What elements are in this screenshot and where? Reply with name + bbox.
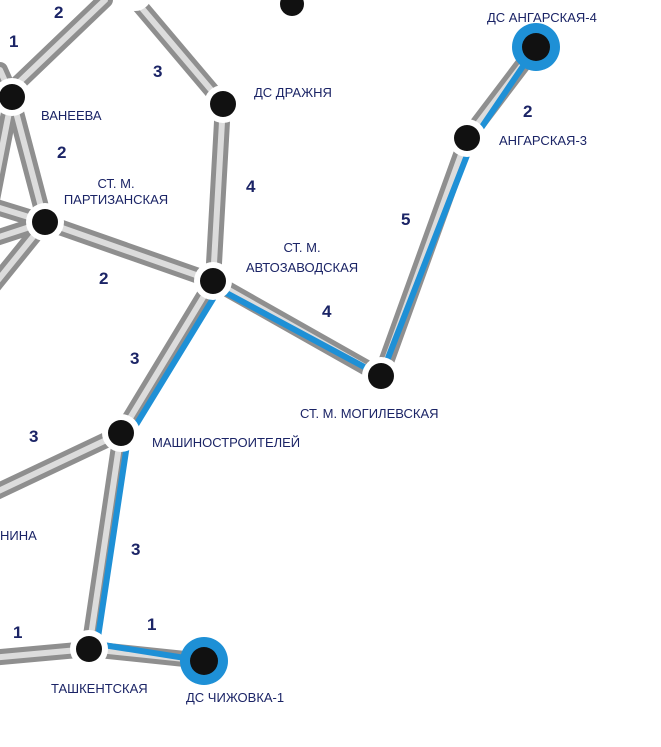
segment-value: 3 bbox=[130, 349, 139, 368]
label-partizanskaya-line1: СТ. М. bbox=[97, 176, 134, 191]
label-ds-angarskaya-4: ДС АНГАРСКАЯ-4 bbox=[487, 10, 597, 25]
stop-marker-vaneeva[interactable] bbox=[0, 84, 25, 110]
segment-value: 2 bbox=[523, 102, 532, 121]
stop-marker-drazhnya[interactable] bbox=[210, 91, 236, 117]
segment-value: 1 bbox=[9, 32, 18, 51]
stop-marker-mogilevskaya[interactable] bbox=[368, 363, 394, 389]
label-angarskaya-3: АНГАРСКАЯ-3 bbox=[499, 133, 587, 148]
stop-marker-mashinostroiteley[interactable] bbox=[108, 420, 134, 446]
segment-value: 2 bbox=[99, 269, 108, 288]
label-ds-drazhnya: ДС ДРАЖНЯ bbox=[254, 85, 332, 100]
label-avtozavodskaya-line2: АВТОЗАВОДСКАЯ bbox=[246, 260, 358, 275]
stop-marker-tashkentskaya[interactable] bbox=[76, 636, 102, 662]
segment-value: 4 bbox=[322, 302, 332, 321]
stop-marker-avtozavodskaya[interactable] bbox=[200, 268, 226, 294]
segment-value: 5 bbox=[401, 210, 410, 229]
segment-value: 3 bbox=[131, 540, 140, 559]
segment-value: 3 bbox=[153, 62, 162, 81]
segment-value: 4 bbox=[246, 177, 256, 196]
stop-markers bbox=[0, 0, 560, 685]
stop-marker-top-left bbox=[119, 0, 151, 11]
label-tashkentskaya: ТАШКЕНТСКАЯ bbox=[51, 681, 148, 696]
label-mashinostroiteley: МАШИНОСТРОИТЕЛЕЙ bbox=[152, 435, 300, 450]
segment-value: 2 bbox=[54, 3, 63, 22]
segment-value: 2 bbox=[57, 143, 66, 162]
stop-labels: ДС АНГАРСКАЯ-4 АНГАРСКАЯ-3 ДС ДРАЖНЯ ВАН… bbox=[0, 10, 597, 705]
label-vaneeva: ВАНЕЕВА bbox=[41, 108, 102, 123]
segment-value: 1 bbox=[147, 615, 156, 634]
stop-marker-angarskaya-3[interactable] bbox=[454, 125, 480, 151]
label-nina-partial: НИНА bbox=[0, 528, 37, 543]
label-mogilevskaya: СТ. М. МОГИЛЕВСКАЯ bbox=[300, 406, 439, 421]
stop-marker-angarskaya-4[interactable] bbox=[522, 33, 550, 61]
label-ds-chizhovka-1: ДС ЧИЖОВКА-1 bbox=[186, 690, 284, 705]
stop-marker-partizanskaya[interactable] bbox=[32, 209, 58, 235]
label-partizanskaya-line2: ПАРТИЗАНСКАЯ bbox=[64, 192, 168, 207]
segment-labels: 2 1 3 2 4 2 5 2 4 3 3 3 1 1 bbox=[9, 3, 532, 642]
stop-marker-chizhovka-1[interactable] bbox=[190, 647, 218, 675]
segment-value: 1 bbox=[13, 623, 22, 642]
label-avtozavodskaya-line1: СТ. М. bbox=[283, 240, 320, 255]
segment-value: 3 bbox=[29, 427, 38, 446]
stop-marker-top-partial[interactable] bbox=[280, 0, 304, 16]
